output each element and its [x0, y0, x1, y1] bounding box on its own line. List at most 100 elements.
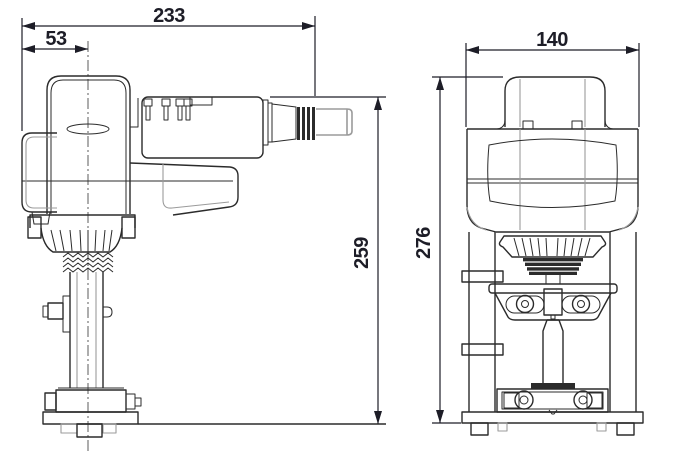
front-foot-outer-right [616, 422, 635, 436]
coupling-bolt-left-center [519, 395, 529, 405]
yoke-top-bar [488, 283, 618, 294]
foot-right [102, 423, 117, 434]
stem-pin-right [103, 306, 113, 318]
yoke-bolt-left [515, 294, 535, 314]
valve-stem-side-inner [76, 272, 97, 388]
bracket-cap-left [44, 392, 57, 411]
stem-bracket [44, 387, 142, 413]
manual-knob [46, 75, 131, 214]
base-front [461, 411, 644, 436]
base-plate-side [42, 411, 386, 438]
stem-pin-left [47, 302, 64, 320]
front-foot-outer-left [470, 422, 489, 436]
terminal-cover-notch [189, 96, 213, 106]
yoke-bolt-right-center [577, 300, 585, 308]
dim-label-276: 276 [413, 227, 435, 259]
cap-outline [504, 76, 606, 127]
collar-cap-right [121, 216, 136, 239]
terminal-block-edge [130, 98, 139, 128]
cap-inner-lines [519, 79, 586, 127]
bellows [523, 258, 583, 275]
column-crossbar-top [461, 270, 504, 283]
collar-front-outline [498, 235, 607, 258]
yoke-column-right [609, 232, 637, 412]
yoke-slot-right [561, 295, 601, 314]
stem-pin [42, 295, 113, 333]
front-foot-inner-right [596, 422, 607, 432]
actuator-housing-side-inner [162, 164, 230, 209]
housing-strip-lines [519, 129, 586, 230]
terminal-pins [143, 98, 193, 121]
gland-body [271, 103, 297, 143]
yoke-slot-left [505, 295, 545, 314]
dim-label-233: 233 [153, 5, 185, 27]
gland-ring [267, 102, 273, 143]
right-view: 140 276 [413, 29, 644, 436]
stem-front [542, 319, 564, 383]
housing-seam-front [467, 178, 638, 184]
base-plate [42, 411, 139, 425]
stem-pin-strip [62, 295, 71, 333]
bracket-cap-right [125, 393, 136, 410]
bracket-body [55, 389, 127, 413]
dim-side-height: 259 [270, 96, 386, 424]
yoke-bolt-left-center [521, 300, 529, 308]
cap-clip-right [571, 120, 583, 130]
foot-left [60, 423, 78, 434]
terminal-block [141, 96, 264, 159]
cable-gland [262, 99, 353, 146]
yoke-center-notch [550, 315, 556, 320]
collar-fins [50, 229, 113, 252]
actuator-housing-side [129, 162, 239, 216]
cable [316, 108, 353, 136]
knob-cap-ellipse [66, 123, 110, 135]
actuator-side-view [21, 41, 386, 452]
left-view: 233 53 259 [21, 5, 386, 452]
cap-flares [496, 119, 614, 130]
housing-corner-curves [466, 206, 639, 231]
dim-stem-offset: 53 [22, 28, 88, 53]
stem-clamp-pad [531, 383, 575, 389]
dim-label-259: 259 [351, 237, 373, 269]
gland-ribs [297, 107, 315, 140]
manual-knob-inner [50, 79, 127, 214]
collar-cap-left [27, 216, 42, 239]
front-panel [487, 138, 618, 208]
yoke-column-left [468, 232, 496, 412]
actuator-cap-front [496, 76, 614, 130]
override-housing [21, 132, 57, 213]
yoke-center-block [543, 288, 563, 316]
base-plate-front [461, 411, 644, 424]
coupling-block [496, 388, 609, 415]
stem-neck [542, 275, 564, 285]
coupling-bolt-left [514, 390, 534, 410]
cap-clip-left [522, 120, 534, 130]
dim-front-height: 276 [413, 76, 503, 424]
coupling-plate-left [503, 392, 520, 409]
front-foot-inner-left [497, 422, 508, 432]
collar-fin-outline [40, 227, 123, 253]
yoke-body [494, 292, 612, 321]
coupling-bolt-right [573, 390, 593, 410]
actuator-housing-front [466, 128, 639, 233]
dim-label-140: 140 [536, 29, 568, 51]
override-housing-inner [25, 136, 57, 209]
base-center-block [76, 423, 103, 438]
valve-stem-side [69, 272, 104, 388]
stem-pin-cap [42, 305, 49, 318]
collar-bar [29, 214, 136, 228]
yoke-bolt-right [571, 294, 591, 314]
dim-overall-length: 233 [21, 5, 316, 131]
collar-front [498, 235, 607, 258]
column-crossbar-bottom [461, 343, 504, 356]
anti-rotation-collar [27, 214, 136, 253]
coupling-inner [501, 391, 604, 410]
collar-front-fins [513, 237, 591, 257]
actuator-front-view [461, 76, 644, 436]
yoke [488, 283, 618, 321]
dim-front-width: 140 [465, 29, 640, 127]
threaded-connection [62, 252, 114, 273]
bracket-nub [134, 397, 142, 407]
dim-label-53: 53 [45, 28, 67, 50]
